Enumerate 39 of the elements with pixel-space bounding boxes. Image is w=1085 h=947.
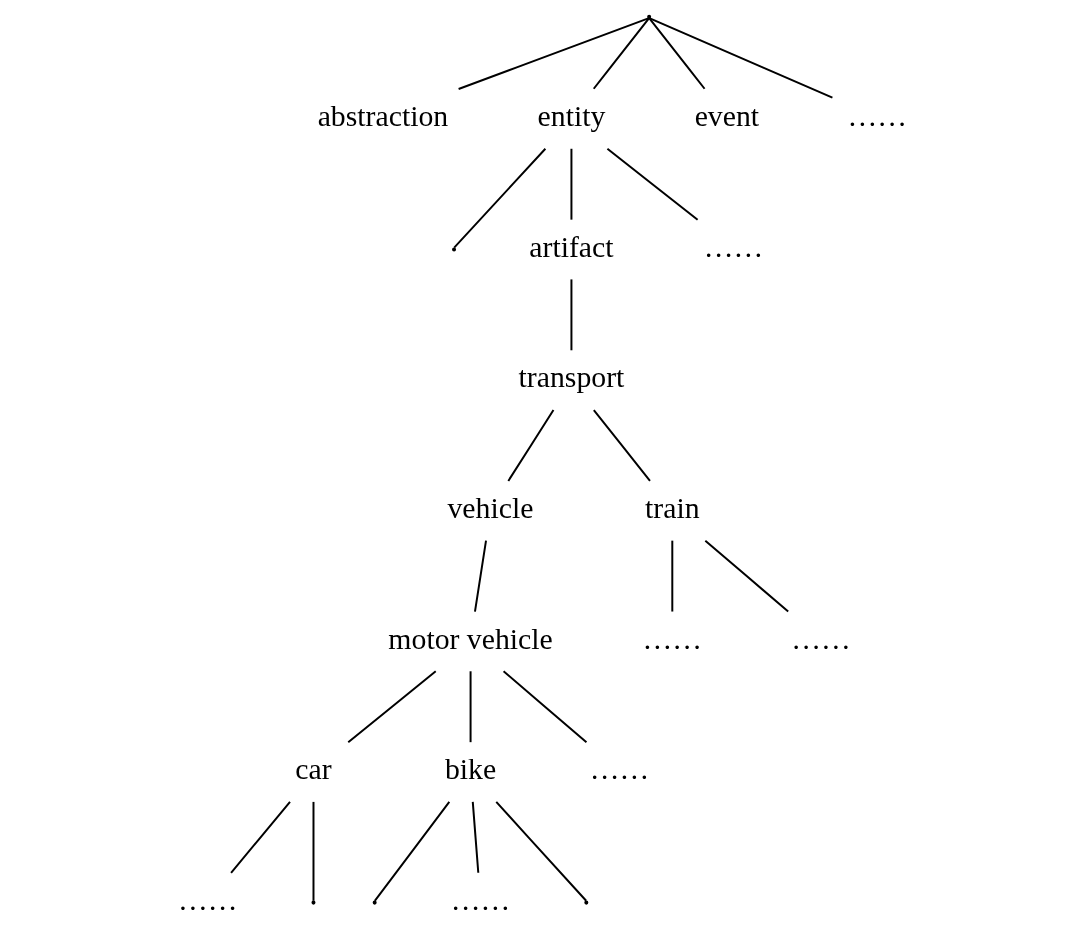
node-text: …… (791, 621, 851, 655)
connector (471, 800, 480, 874)
node-point (311, 900, 316, 905)
node-text: vehicle (447, 490, 534, 524)
node-text: artifact (529, 229, 614, 263)
node-text: transport (518, 359, 625, 393)
connector (502, 669, 588, 743)
node-text: …… (642, 621, 703, 655)
node-text: …… (847, 98, 908, 132)
connector (570, 147, 573, 221)
node-text: entity (537, 98, 606, 132)
connector (347, 669, 437, 743)
connector (671, 539, 674, 613)
connector (474, 539, 487, 613)
node-text: event (694, 98, 760, 132)
node-point (372, 900, 377, 905)
connector (453, 147, 547, 249)
connector (592, 408, 651, 482)
node-text: car (295, 751, 332, 785)
connector (312, 800, 315, 902)
node-text: …… (450, 882, 511, 916)
connector (230, 800, 291, 874)
node-text: …… (589, 751, 650, 785)
node-point (647, 14, 652, 19)
connector (507, 408, 555, 482)
node-point (584, 900, 589, 905)
connector (704, 539, 790, 613)
node-text: …… (703, 229, 764, 263)
node-text: train (645, 490, 700, 524)
connector (570, 277, 573, 351)
node-text: bike (444, 751, 497, 785)
node-text: …… (177, 882, 238, 916)
connector (495, 800, 588, 902)
connector (373, 800, 451, 902)
node-point (452, 246, 457, 251)
connector (606, 147, 699, 221)
connector (469, 669, 472, 743)
node-text: motor vehicle (388, 621, 553, 655)
node-text: abstraction (317, 98, 449, 132)
